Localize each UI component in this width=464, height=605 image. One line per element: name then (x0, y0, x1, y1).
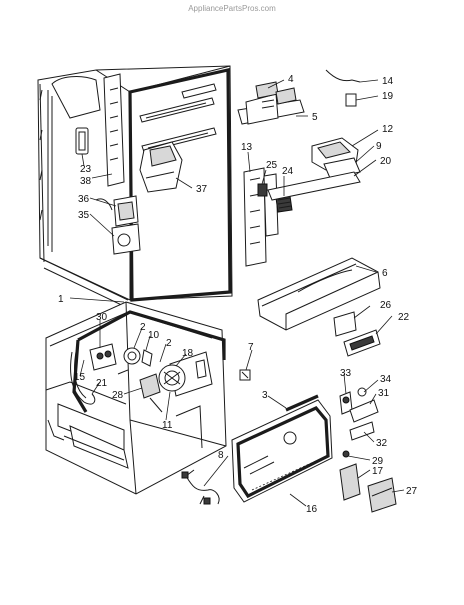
wire-harness (325, 69, 361, 83)
callout-17: 17 (372, 466, 384, 477)
evaporator-fan (158, 351, 213, 397)
callout-6: 6 (382, 268, 388, 279)
callout-30: 30 (96, 312, 108, 323)
callout-31: 31 (378, 388, 390, 399)
freezer-door-gasket (72, 310, 226, 413)
callout-9: 9 (376, 141, 382, 152)
callout-25: 25 (266, 160, 278, 171)
filter-door (333, 311, 357, 337)
callout-33: 33 (340, 368, 352, 379)
callout-19: 19 (382, 91, 394, 102)
long-cover (267, 171, 361, 201)
callout-36: 36 (78, 194, 90, 205)
ice-chute (139, 373, 161, 399)
callout-35: 35 (78, 210, 90, 221)
callout-18: 18 (182, 348, 194, 359)
callout-37: 37 (196, 184, 208, 195)
callout-11: 11 (162, 420, 173, 431)
display-frame (343, 329, 381, 357)
top-bracket (237, 81, 305, 125)
callout-15: 15 (74, 372, 86, 383)
callout-24: 24 (282, 166, 294, 177)
callout-labels: 14 4 19 5 12 9 20 13 25 24 23 38 37 36 3… (58, 74, 418, 515)
callout-21: 21 (96, 378, 108, 389)
callout-8: 8 (218, 450, 224, 461)
door-gasket-strip (285, 394, 319, 412)
rear-air-duct (243, 167, 279, 267)
callout-34: 34 (380, 374, 392, 385)
callout-13: 13 (241, 142, 253, 153)
callout-14: 14 (382, 76, 394, 87)
dispenser-parts (339, 387, 397, 513)
lower-harness (185, 469, 220, 505)
callout-28: 28 (112, 390, 124, 401)
ice-maker-control (89, 343, 153, 375)
callout-2-lower: 2 (166, 338, 172, 349)
callout-32: 32 (376, 438, 388, 449)
freezer-liner (45, 301, 227, 495)
damper-assembly (95, 195, 141, 255)
callout-22: 22 (398, 312, 410, 323)
callout-10: 10 (148, 330, 160, 341)
drawer-cover (257, 257, 381, 331)
callout-16: 16 (306, 504, 318, 515)
freezer-door (231, 399, 333, 503)
callout-7: 7 (248, 342, 254, 353)
callout-4: 4 (288, 74, 294, 85)
callout-26: 26 (380, 300, 392, 311)
watermark: AppliancePartsPros.com (188, 4, 276, 13)
shelf-rails (139, 83, 217, 153)
leader-lines (69, 79, 405, 507)
callout-23: 23 (80, 164, 92, 175)
air-diffuser (139, 141, 183, 193)
callout-5: 5 (312, 112, 318, 123)
filter-cartridge (257, 183, 268, 197)
callout-20: 20 (380, 156, 392, 167)
callout-3: 3 (262, 390, 268, 401)
callout-29: 29 (372, 456, 384, 467)
left-rail (103, 73, 125, 187)
callout-38: 38 (80, 176, 92, 187)
callout-2-upper: 2 (140, 322, 146, 333)
callout-12: 12 (382, 124, 394, 135)
fill-tube (70, 351, 96, 405)
callout-27: 27 (406, 486, 418, 497)
callout-1: 1 (58, 294, 64, 305)
